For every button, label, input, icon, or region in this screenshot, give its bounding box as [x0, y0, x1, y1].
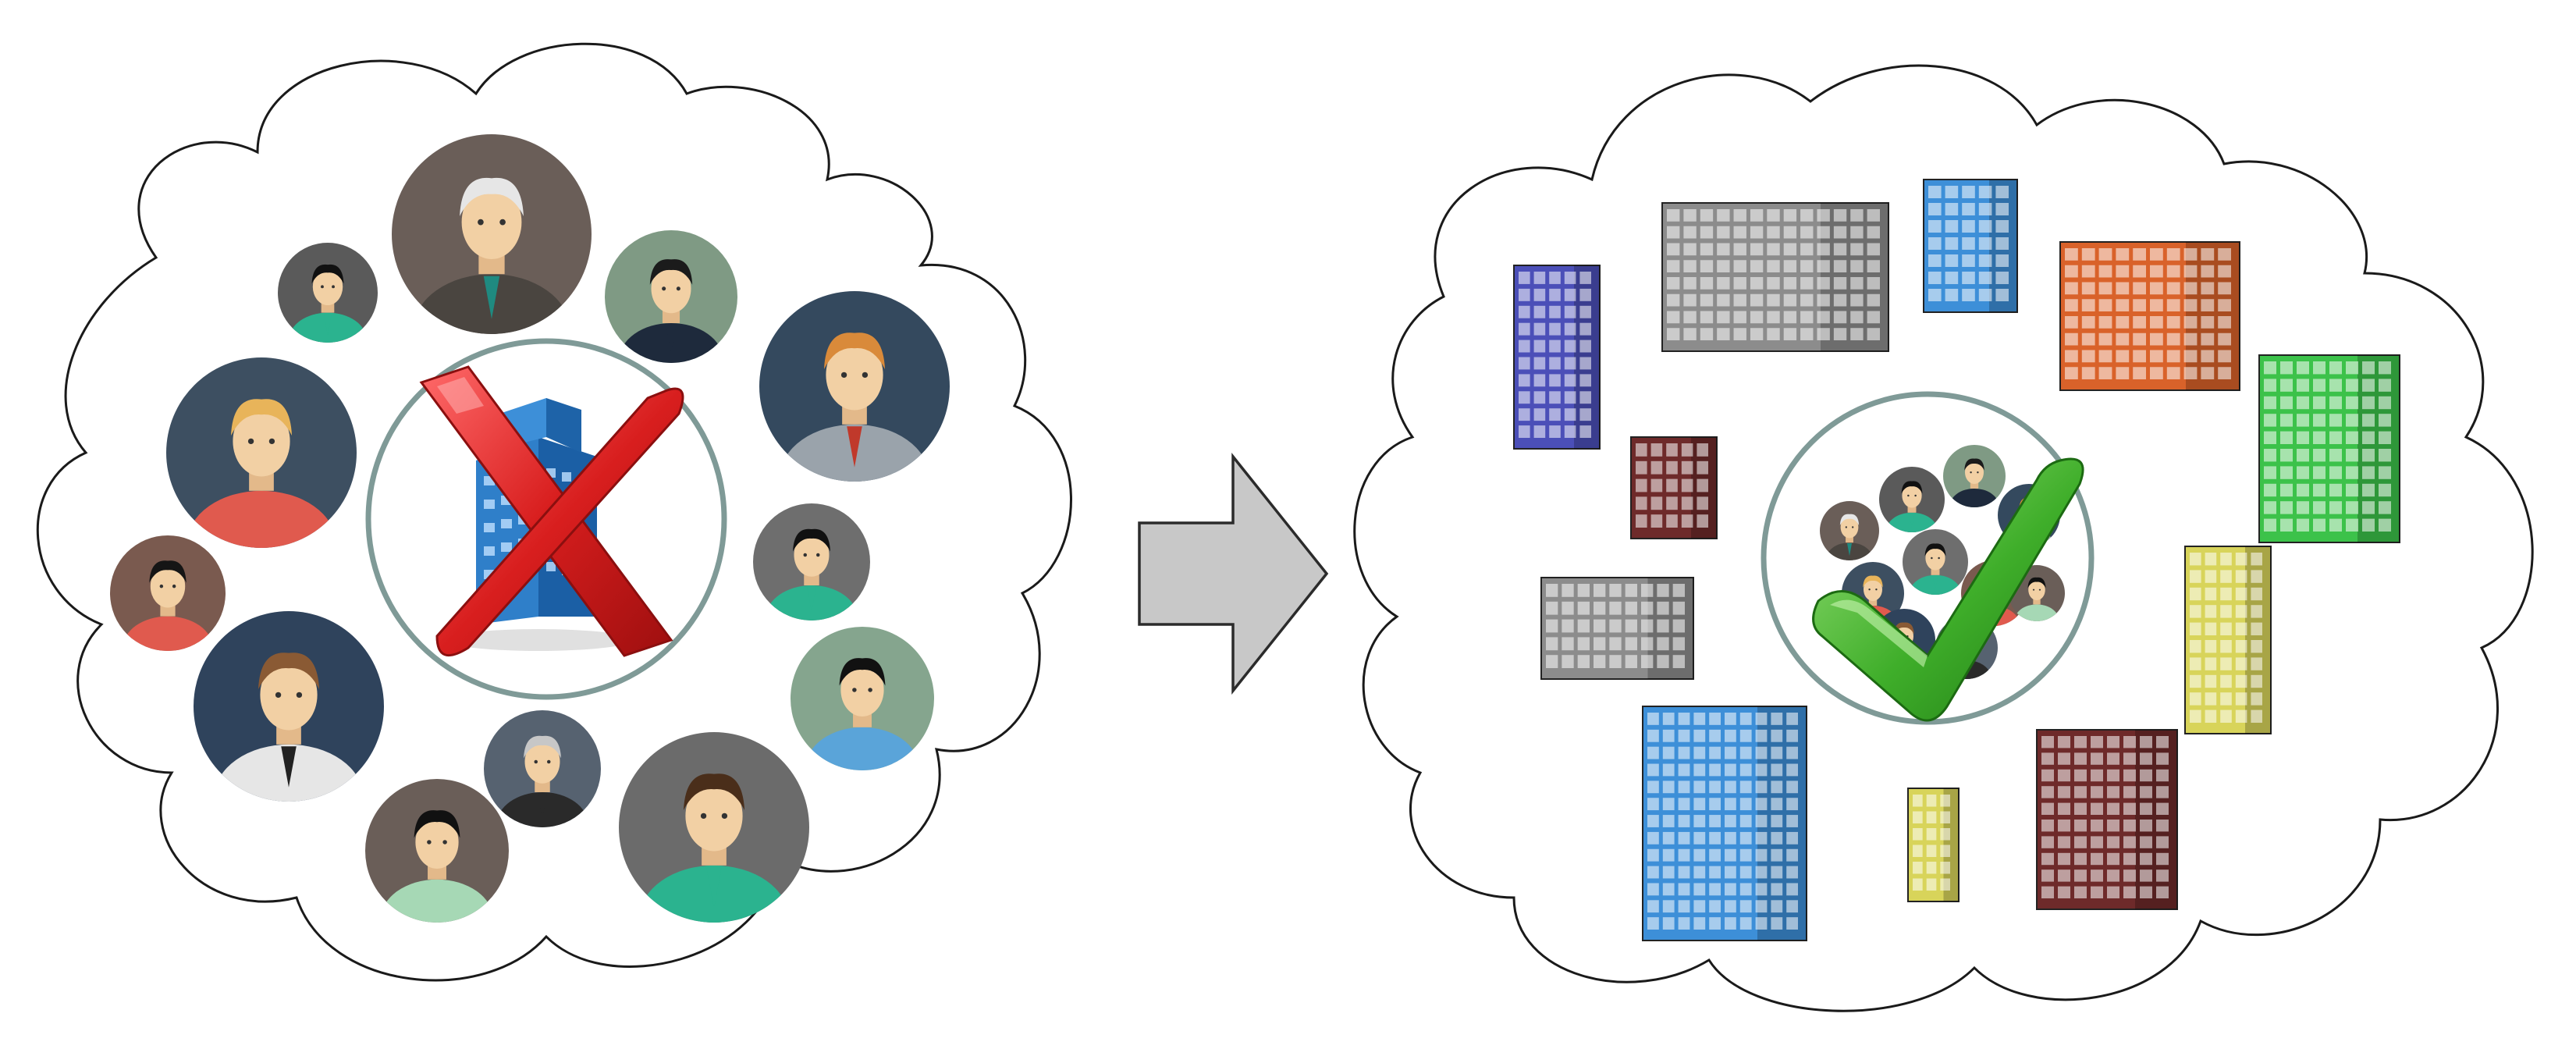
blue-tower-small-icon [1923, 179, 2018, 313]
gray-office-building-icon [1661, 202, 1889, 352]
people-avatars [110, 134, 950, 923]
yellow-tower-icon [2184, 546, 2272, 734]
maroon-building-small-icon [1630, 436, 1718, 539]
gray-building-small-icon [1540, 577, 1694, 680]
woman-dark-hair-icon [110, 535, 226, 651]
left-center-ring [365, 338, 727, 700]
man-teal-icon [619, 732, 809, 923]
man-old-glasses-icon [392, 134, 592, 334]
man-teal-shirt-icon [753, 503, 870, 621]
orange-building-icon [2059, 241, 2240, 391]
man-beard-suit-icon [1943, 445, 2006, 507]
right-center-ring [1761, 391, 2095, 725]
green-check-icon [1812, 457, 2084, 722]
man-redhead-glasses-icon [759, 291, 950, 482]
man-gray-suit-icon [484, 710, 601, 827]
man-teal-shirt-icon [1903, 529, 1968, 595]
buildings-group [1513, 179, 2400, 941]
man-mustache-tie-icon [194, 611, 384, 802]
man-beard-blue-icon [791, 627, 934, 770]
man-old-glasses-icon [1820, 501, 1879, 560]
woman-icon [1879, 467, 1945, 532]
purple-tower-icon [1513, 265, 1601, 450]
red-cross-icon [419, 365, 684, 657]
green-building-icon [2258, 354, 2400, 543]
yellow-tower-small-icon [1907, 788, 1960, 902]
man-beard-green-icon [365, 779, 509, 923]
maroon-building-icon [2036, 729, 2178, 910]
woman-icon [278, 243, 378, 343]
right-arrow-icon [1138, 453, 1329, 695]
man-beard-suit-icon [605, 230, 737, 363]
man-blond-glasses-icon [166, 357, 357, 548]
blue-building-large-icon [1642, 706, 1807, 941]
